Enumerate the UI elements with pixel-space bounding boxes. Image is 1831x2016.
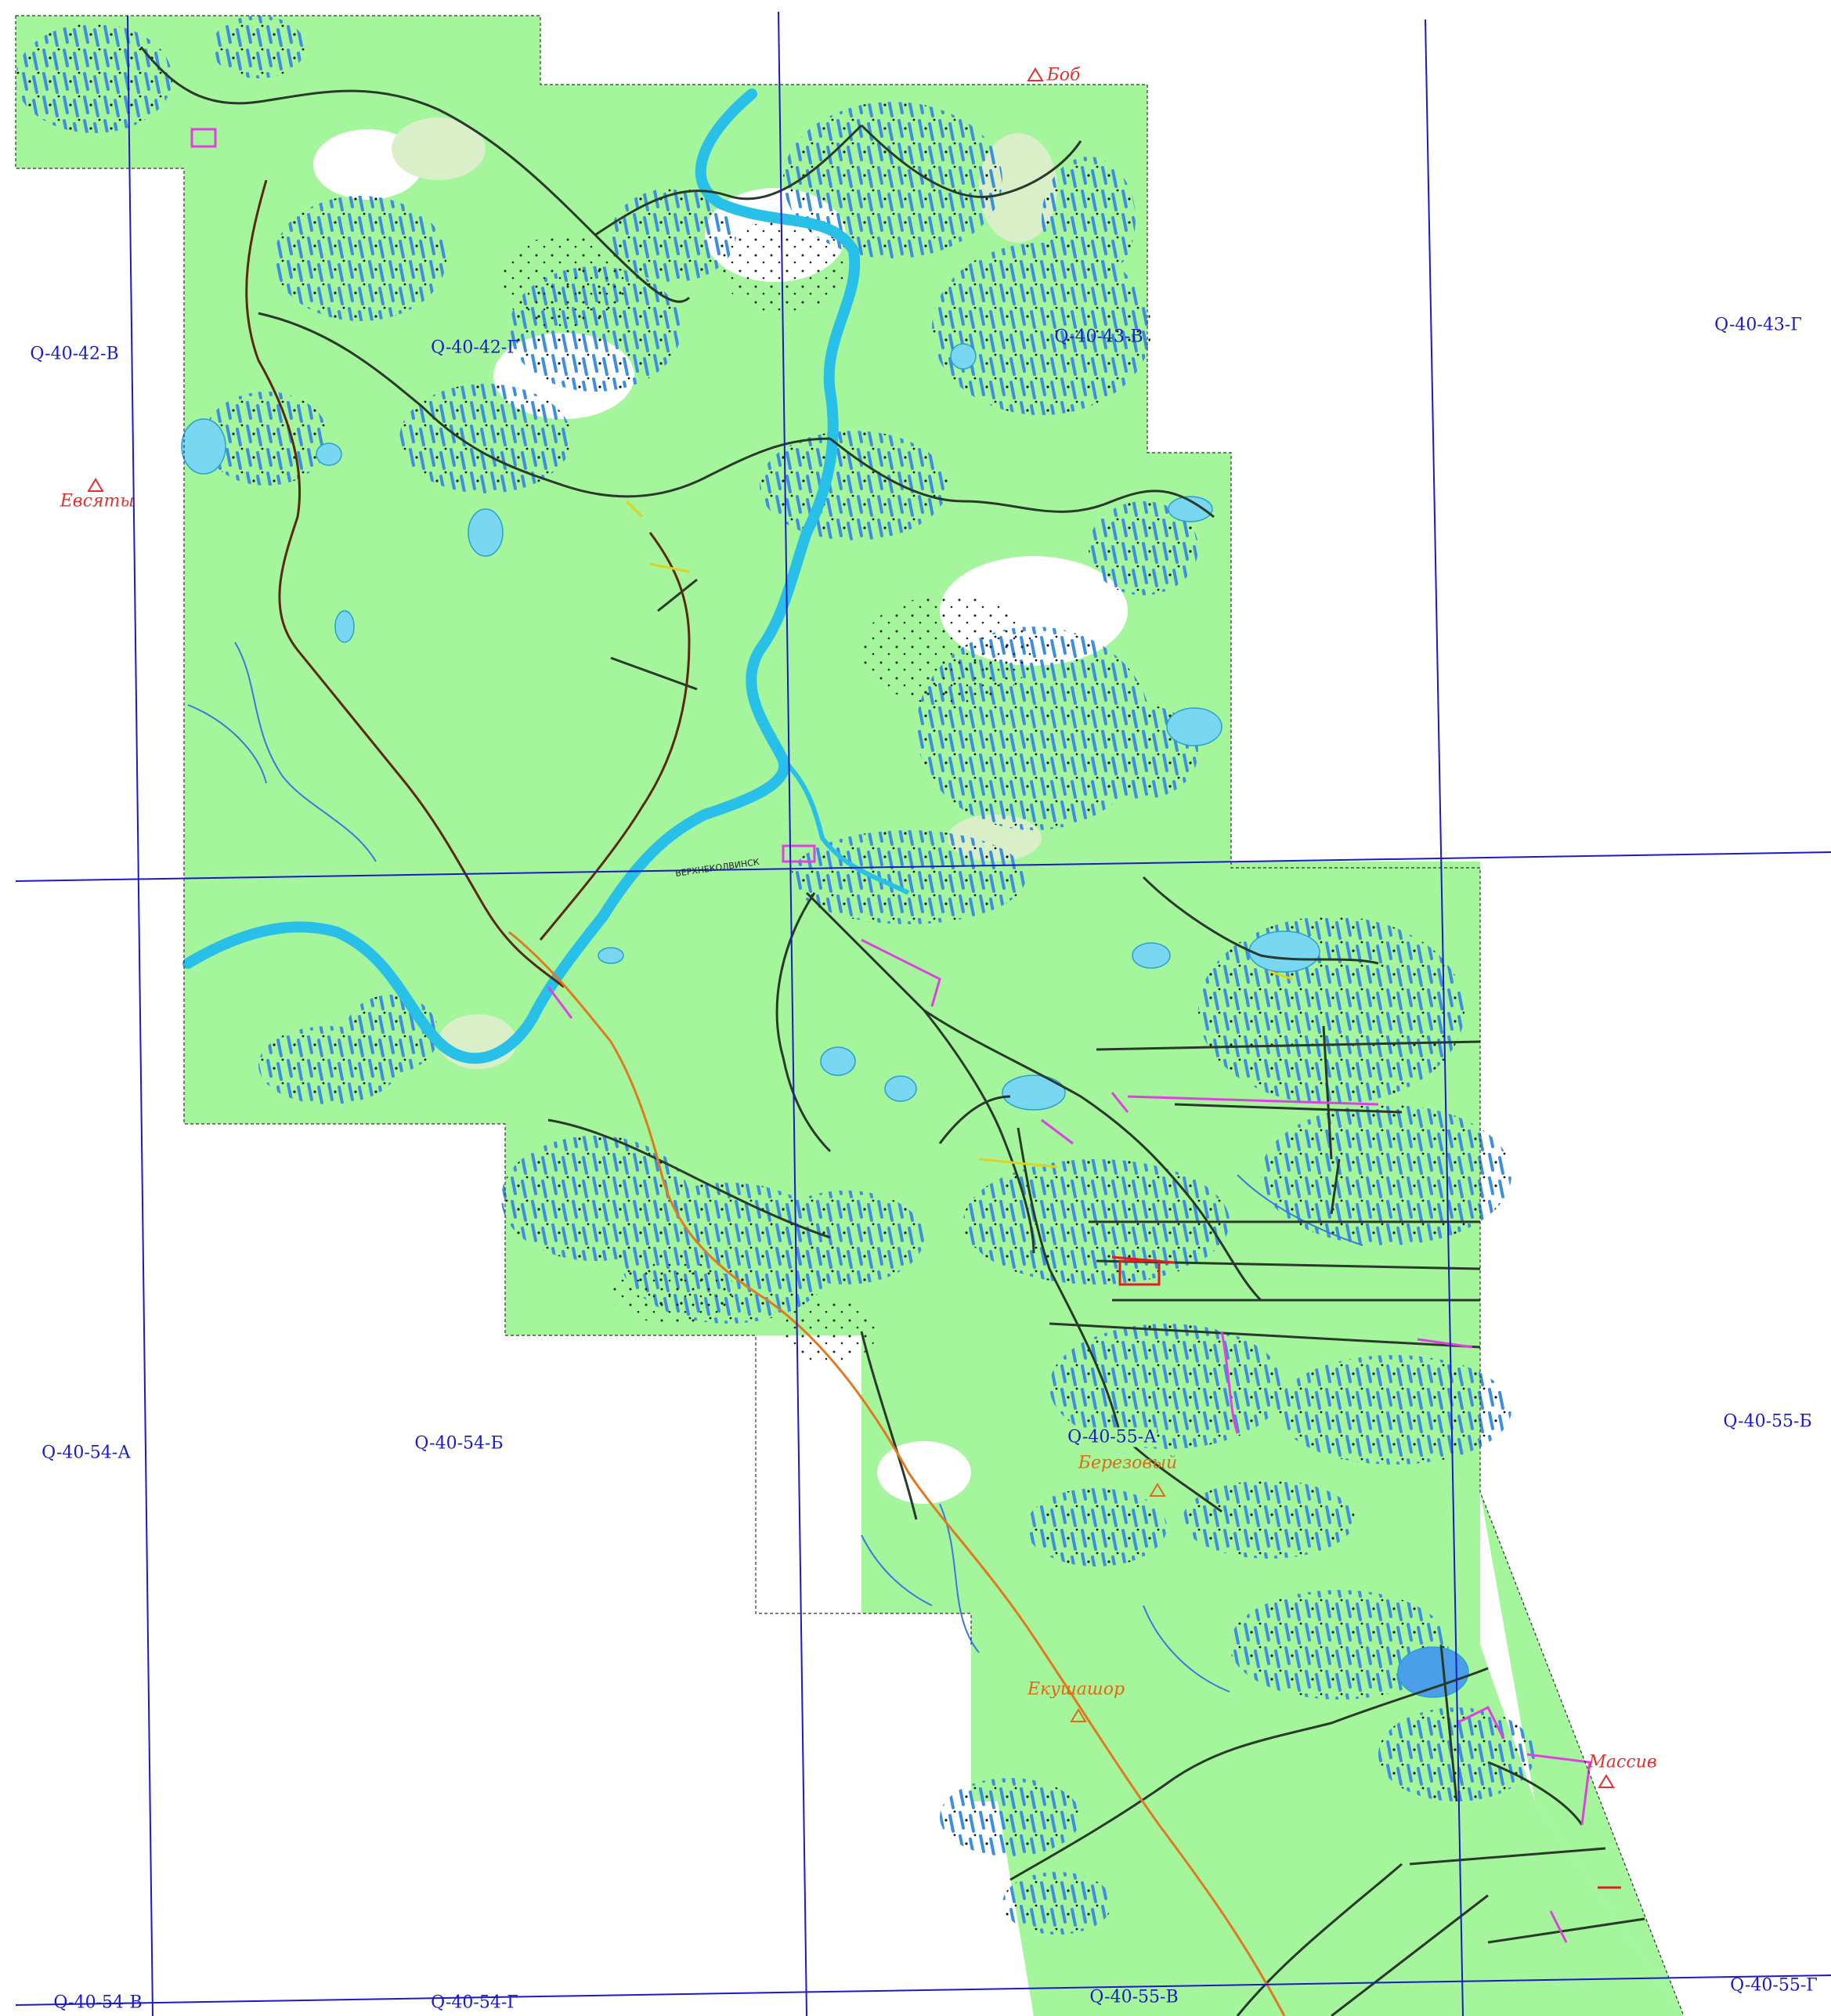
survey-point-markers xyxy=(87,67,1615,1788)
yellow-lines xyxy=(625,500,1293,1169)
facilities xyxy=(190,128,1591,1943)
pipeline xyxy=(508,930,1286,2016)
sheet-label-q4043g: Q-40-43-Г xyxy=(1714,315,1802,335)
sheet-label-q4055a: Q-40-55-А xyxy=(1067,1427,1157,1447)
sheet-grid xyxy=(15,11,1831,2016)
red-facility xyxy=(1111,1255,1621,1889)
sheet-label-q4042v: Q-40-42-В xyxy=(30,344,119,364)
sheet-label-q4055v: Q-40-55-В xyxy=(1089,1987,1179,2007)
shrub-areas xyxy=(501,219,1034,1363)
white-clearings xyxy=(16,16,1831,2016)
sheet-label-q4054b: Q-40-54-Б xyxy=(414,1433,504,1454)
river-tributary xyxy=(781,757,910,895)
streams xyxy=(187,641,1363,1693)
survey-point-berezovy: Березовый xyxy=(1078,1453,1178,1473)
survey-point-bob: Боб xyxy=(1046,65,1081,85)
sheet-label-q4054v: Q-40-54-В xyxy=(53,1993,143,2013)
main-highway xyxy=(245,179,565,988)
sheet-label-q4055g: Q-40-55-Г xyxy=(1730,1975,1818,1996)
main-river xyxy=(182,89,861,1064)
sheet-label-q4043v: Q-40-43-В xyxy=(1054,327,1143,347)
secondary-highway xyxy=(539,532,691,941)
sheet-label-q4055b: Q-40-55-Б xyxy=(1723,1411,1812,1432)
map-extent-border xyxy=(15,15,1685,2016)
sheet-label-q4054a: Q-40-54-А xyxy=(42,1443,131,1463)
sheet-label-q4042g: Q-40-42-Г xyxy=(431,338,518,358)
survey-point-ekushashor: Екушашор xyxy=(1027,1679,1125,1700)
sheet-label-q4054g: Q-40-54-Г xyxy=(431,1993,518,2013)
survey-point-massiv: Массив xyxy=(1588,1752,1657,1772)
survey-point-evsyaty: Евсяты xyxy=(60,491,135,511)
